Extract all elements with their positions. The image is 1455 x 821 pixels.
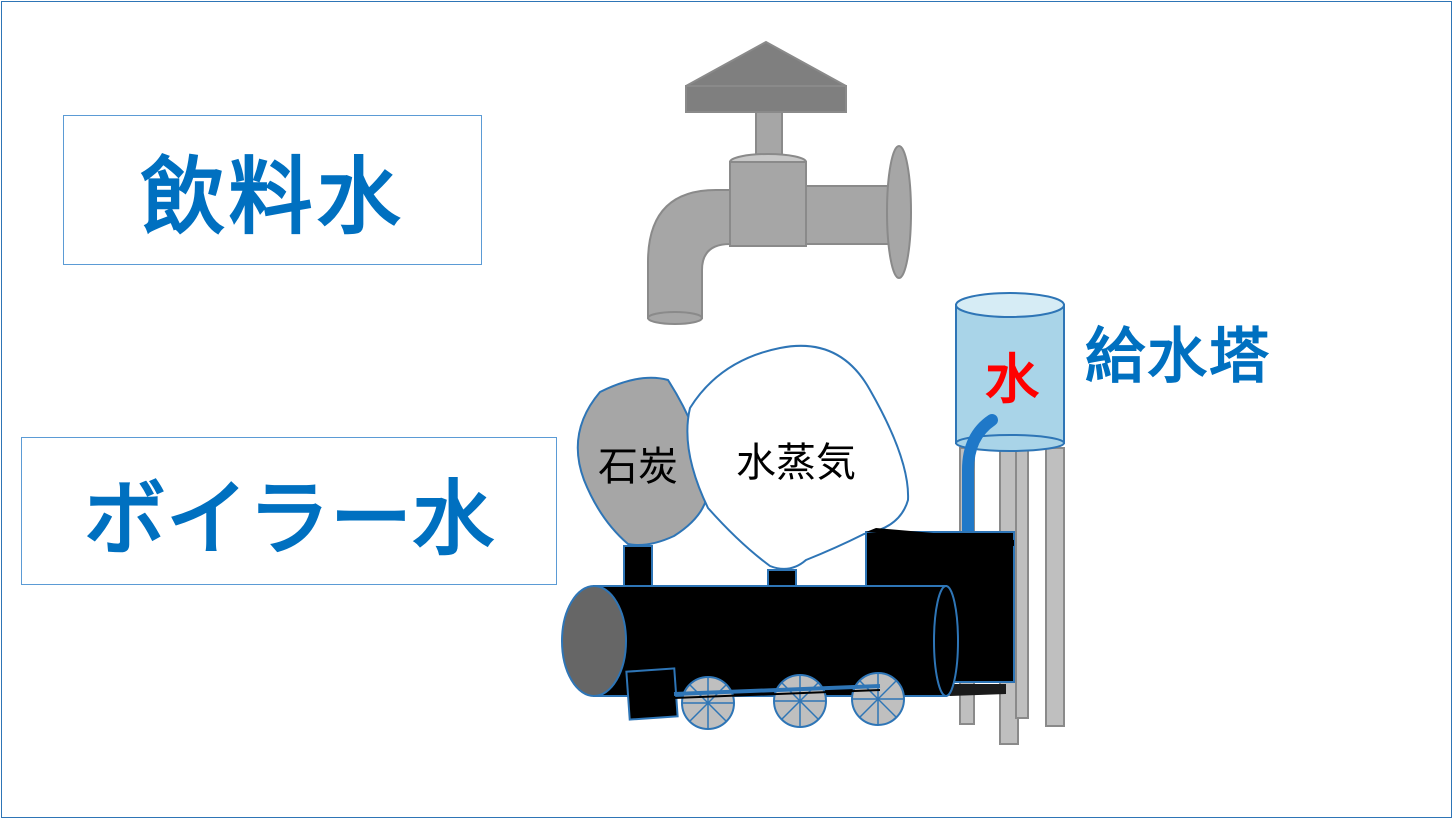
drinking-water-label: 飲料水 (140, 147, 405, 246)
boiler-water-label-box: ボイラー水 (21, 437, 557, 585)
steam-locomotive-icon (561, 528, 1015, 730)
boiler-water-label: ボイラー水 (83, 471, 494, 567)
coal-bubble: 石炭 (576, 376, 710, 546)
steam-bubble: 水蒸気 (686, 344, 910, 570)
faucet-icon (647, 40, 912, 325)
coal-label: 石炭 (598, 444, 678, 490)
tank-water-label: 水 (985, 348, 1040, 411)
drinking-water-label-box: 飲料水 (63, 115, 482, 265)
steam-label: 水蒸気 (736, 440, 856, 486)
water-tower-label: 給水塔 (1085, 322, 1271, 392)
